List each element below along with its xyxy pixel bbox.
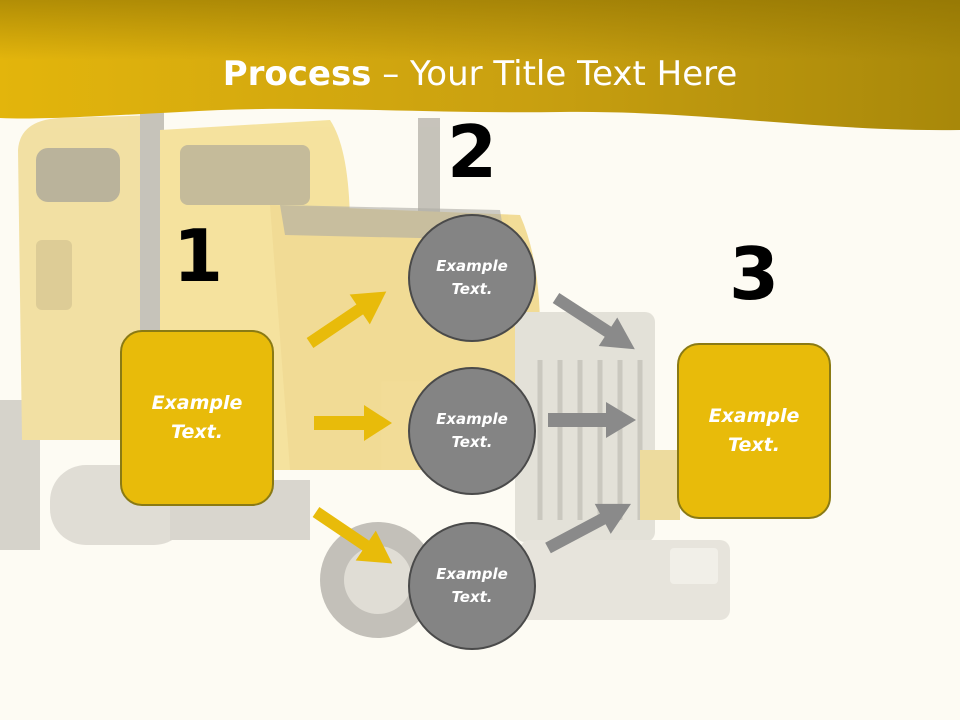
step-1-text: Example Text. xyxy=(151,392,243,443)
step-1-box: Example Text. xyxy=(120,330,274,506)
truck-image xyxy=(0,112,730,638)
circle-3: Example Text. xyxy=(408,522,536,650)
step-3-box: Example Text. xyxy=(677,343,831,519)
step-number-2: 2 xyxy=(446,110,498,194)
circle-3-text: Example Text. xyxy=(436,565,508,606)
title-bold: Process xyxy=(222,54,372,94)
step-3-text: Example Text. xyxy=(708,405,800,456)
title-rest: – Your Title Text Here xyxy=(371,54,738,94)
circle-1-text: Example Text. xyxy=(436,257,508,298)
step-number-3: 3 xyxy=(728,232,780,316)
circle-2-text: Example Text. xyxy=(436,410,508,451)
step-number-1: 1 xyxy=(172,214,224,298)
circle-2: Example Text. xyxy=(408,367,536,495)
slide-title: Process – Your Title Text Here xyxy=(0,52,960,96)
circle-1: Example Text. xyxy=(408,214,536,342)
